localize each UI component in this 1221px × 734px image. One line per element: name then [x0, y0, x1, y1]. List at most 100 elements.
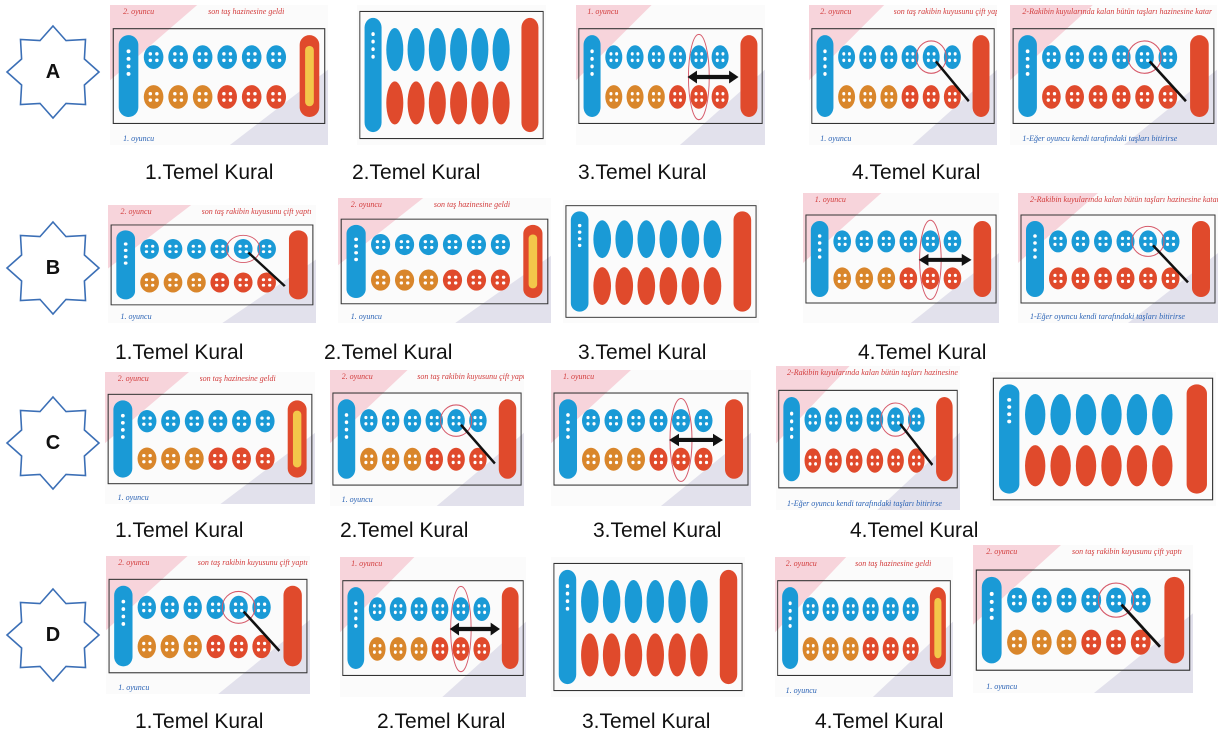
stone — [592, 422, 595, 425]
stone — [478, 246, 481, 249]
stone — [1098, 243, 1101, 246]
stone — [234, 648, 237, 651]
stone — [454, 246, 457, 249]
stone — [478, 281, 481, 284]
stone — [1169, 92, 1172, 95]
pit-top — [447, 409, 464, 432]
stone — [155, 98, 158, 101]
pit-top — [1042, 45, 1061, 69]
stone — [850, 421, 853, 425]
stone — [180, 92, 183, 95]
pit-bottom — [1135, 85, 1154, 109]
stone — [911, 59, 914, 62]
stone — [860, 280, 863, 283]
stone — [590, 49, 593, 53]
stone — [1093, 92, 1096, 95]
board-note: son taş rakibin kuyusunu çift yaptı — [1072, 547, 1182, 556]
stone — [502, 246, 505, 249]
stone — [165, 602, 168, 605]
stone — [827, 650, 830, 653]
stone — [1037, 602, 1041, 606]
stone — [888, 274, 891, 277]
store-left — [783, 397, 800, 481]
stone — [1019, 644, 1023, 648]
option-star-a: A — [3, 22, 103, 122]
stone — [885, 92, 888, 95]
stone — [887, 644, 890, 647]
stone — [1053, 52, 1056, 55]
stone — [927, 92, 930, 95]
stone — [142, 642, 145, 645]
option-star-d: D — [3, 585, 103, 685]
stone — [855, 415, 858, 419]
pit-bottom — [672, 448, 690, 471]
stone — [1142, 595, 1146, 599]
stone — [844, 243, 847, 246]
stone — [823, 64, 826, 68]
stone — [386, 461, 389, 464]
stone — [904, 274, 907, 277]
stone — [382, 240, 385, 243]
stone — [245, 284, 248, 287]
stone — [699, 422, 702, 425]
board-note: 1. oyuncu — [820, 134, 851, 143]
stone — [1059, 280, 1062, 283]
stone — [871, 415, 874, 419]
stone — [1012, 637, 1016, 641]
store-left — [114, 586, 132, 667]
stone — [838, 280, 841, 283]
stone — [872, 611, 875, 614]
stone — [268, 284, 271, 287]
stone — [376, 246, 379, 249]
stone — [990, 616, 994, 620]
stone — [229, 59, 232, 62]
stone — [721, 98, 724, 101]
stone — [1136, 595, 1140, 599]
stone — [1076, 98, 1079, 101]
stone — [222, 92, 225, 95]
pit-top — [1072, 230, 1090, 252]
stone — [911, 92, 914, 95]
stone — [267, 416, 270, 419]
stone — [926, 243, 929, 246]
board-note: 2-Rakibin kuyularında kalan bütün taşlar… — [1022, 7, 1212, 16]
stone — [278, 92, 281, 95]
stone — [850, 415, 853, 419]
stone — [142, 609, 145, 612]
stone — [848, 59, 851, 62]
stone — [1012, 602, 1016, 606]
pit-top — [593, 220, 611, 258]
stone — [345, 413, 348, 417]
stone — [472, 240, 475, 243]
stone — [408, 422, 411, 425]
stone — [415, 611, 418, 614]
stone — [1140, 59, 1143, 62]
stone — [609, 422, 612, 425]
mancala-board: 2. oyuncuson taş rakibin kuyusunu çift y… — [330, 370, 524, 506]
stone — [673, 98, 676, 101]
pit-bottom — [232, 448, 251, 470]
pit-bottom — [1094, 267, 1112, 289]
store-highlight — [305, 46, 314, 106]
stone — [566, 413, 570, 417]
stone — [373, 604, 376, 607]
stone — [253, 52, 256, 55]
stone — [566, 435, 570, 439]
stone — [1037, 595, 1041, 599]
stone — [954, 52, 957, 55]
pit-bottom — [386, 81, 403, 124]
stone — [888, 237, 891, 240]
stone — [448, 276, 451, 279]
mancala-board — [990, 372, 1216, 506]
stone — [173, 98, 176, 101]
mancala-board: 1. oyuncu — [576, 5, 765, 145]
stone — [245, 278, 248, 281]
stone — [204, 59, 207, 62]
stone — [1026, 72, 1030, 76]
stone — [1093, 98, 1096, 101]
stone — [238, 278, 241, 281]
stone — [876, 415, 879, 419]
stone — [885, 59, 888, 62]
stone — [155, 52, 158, 55]
stone — [371, 40, 374, 44]
